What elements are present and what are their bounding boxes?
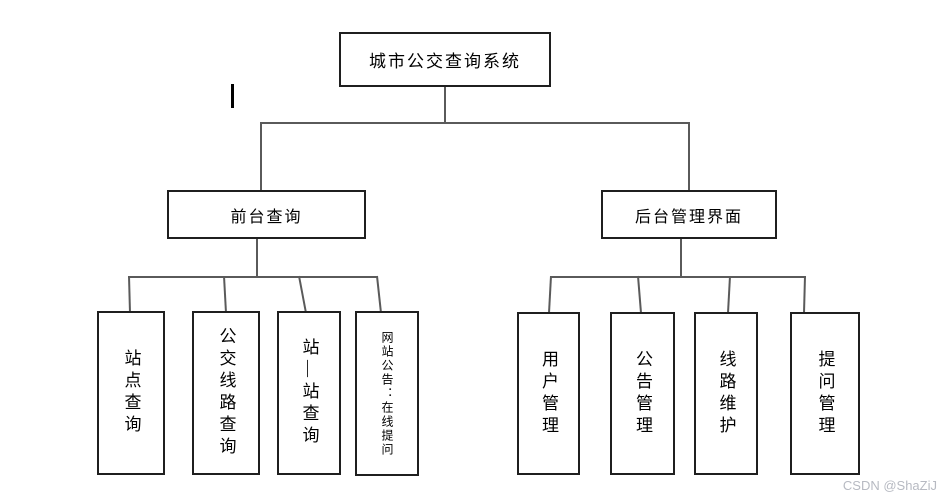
node-backend-management: 后台管理界面: [601, 190, 777, 239]
node-user-management: 用户管理: [517, 312, 580, 475]
node-label: 公交线路查询: [216, 327, 236, 459]
node-label: 提问管理: [815, 349, 835, 438]
node-label: 站—站查询: [299, 338, 319, 448]
node-label: 用户管理: [539, 349, 558, 438]
watermark: CSDN @ShaZiJ: [842, 478, 937, 493]
node-city-bus-query-system: 城市公交查询系统: [339, 32, 551, 87]
node-label: 线路维护: [716, 349, 736, 438]
node-label: 前台查询: [230, 208, 303, 226]
node-announcement-management: 公告管理: [610, 312, 675, 475]
node-front-query: 前台查询: [167, 190, 366, 239]
node-label: 站点查询: [121, 349, 141, 437]
node-route-maintenance: 线路维护: [694, 312, 758, 475]
node-label: 公告管理: [633, 349, 652, 438]
node-bus-route-query: 公交线路查询: [192, 311, 260, 475]
text-cursor-mark: [231, 84, 234, 108]
node-question-management: 提问管理: [790, 312, 860, 475]
node-site-announcement-online-question: 网站公告：在线提问: [355, 311, 419, 476]
node-station-to-station-query: 站—站查询: [277, 311, 341, 475]
node-label: 城市公交查询系统: [369, 52, 521, 71]
node-label: 网站公告：在线提问: [380, 330, 394, 457]
node-label: 后台管理界面: [634, 208, 743, 226]
node-station-query: 站点查询: [97, 311, 165, 475]
